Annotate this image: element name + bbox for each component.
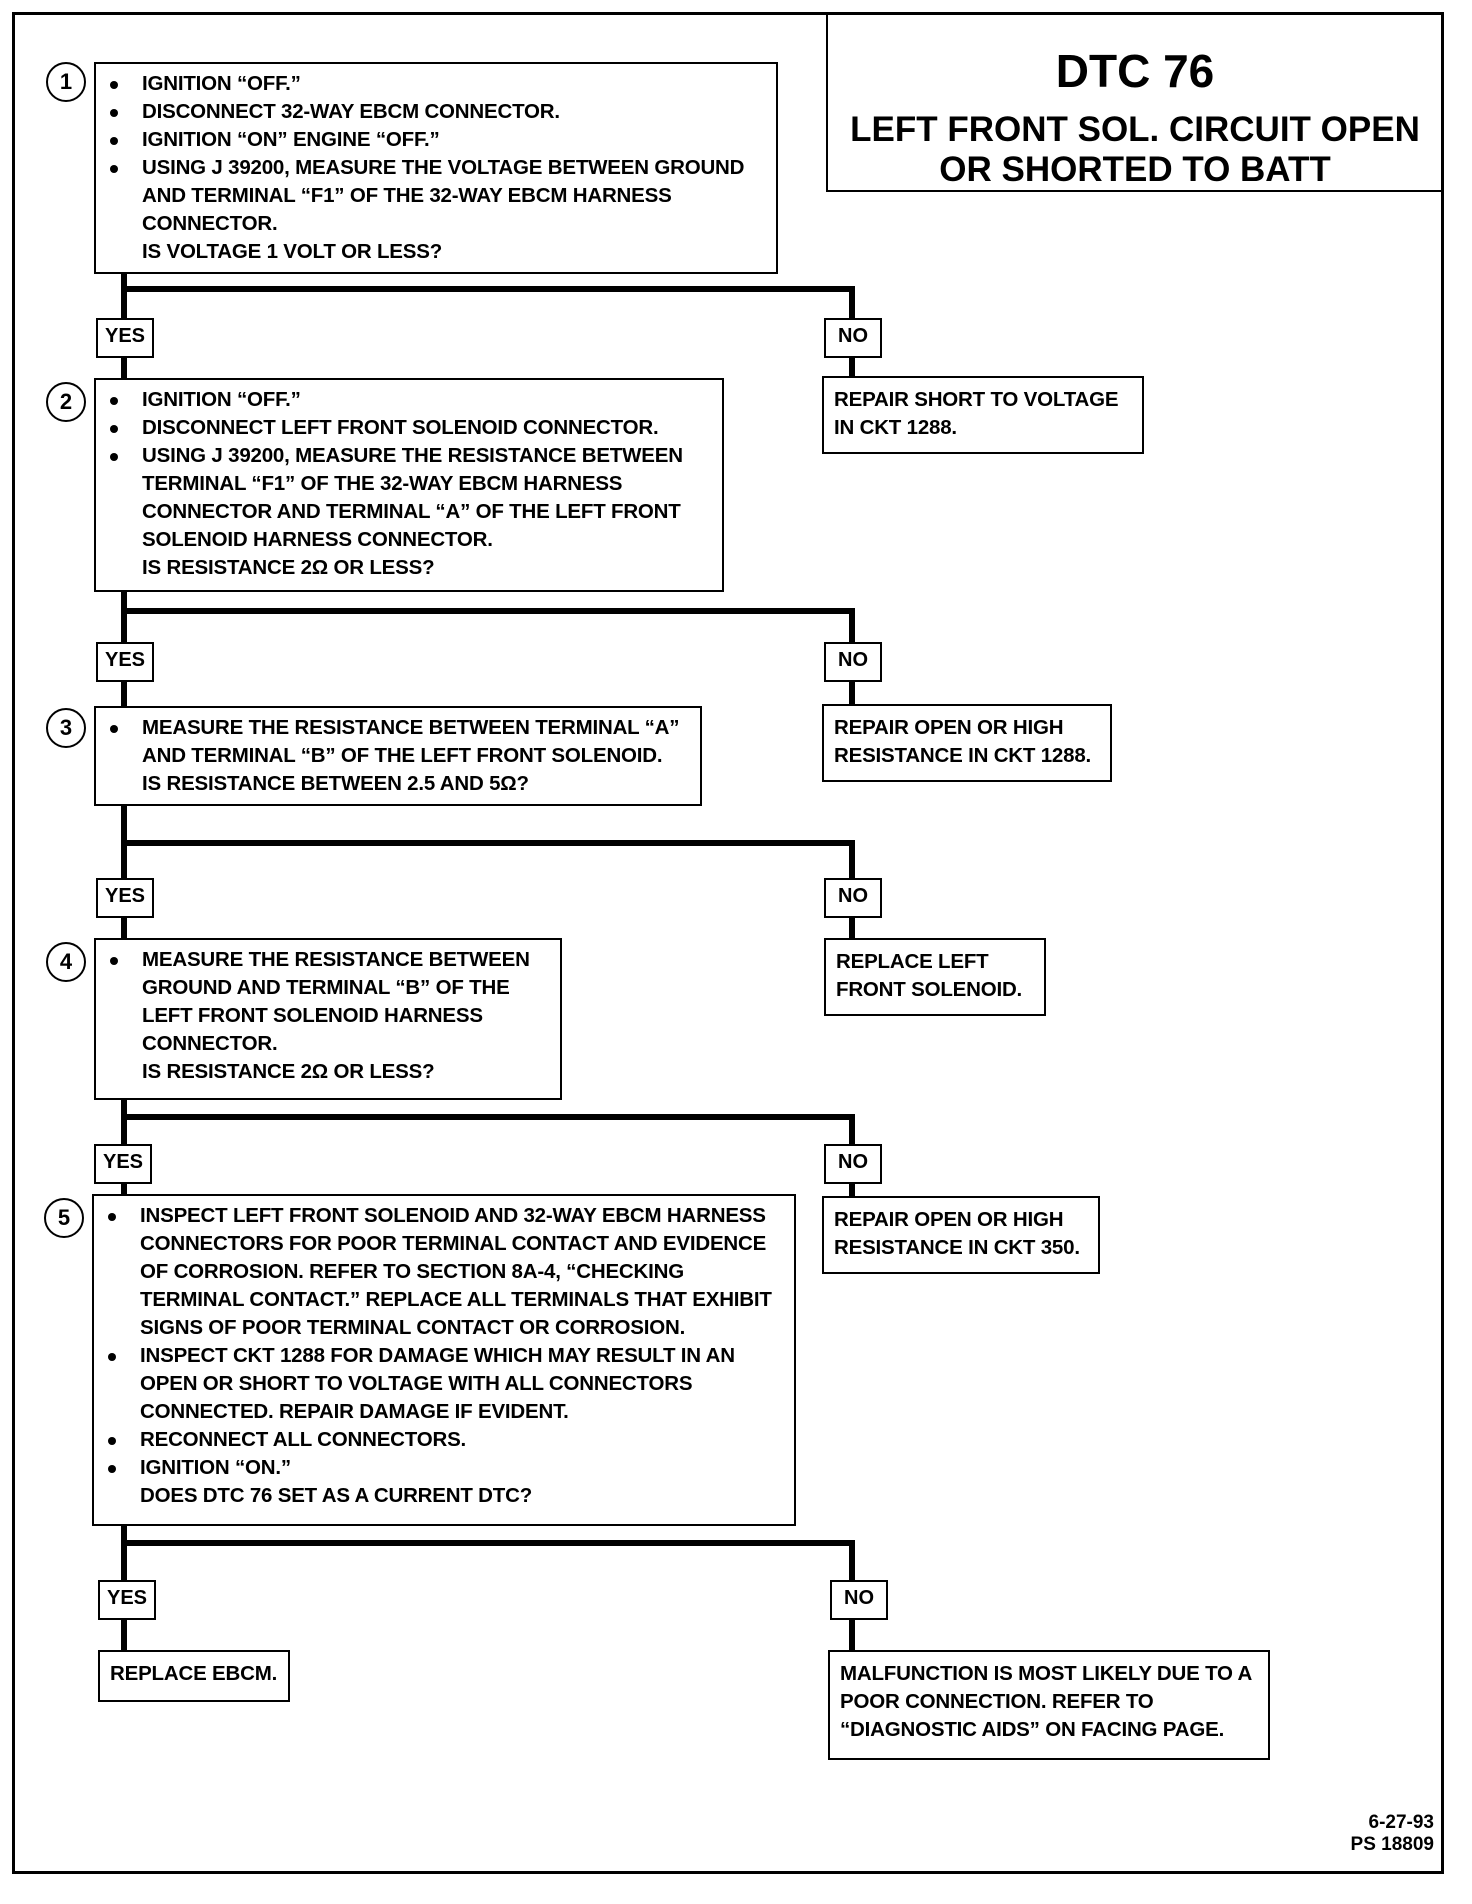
footer-reference: 6-27-93 PS 18809	[1351, 1812, 1434, 1856]
result-poor-connection: MALFUNCTION IS MOST LIKELY DUE TO A POOR…	[828, 1650, 1270, 1760]
step-1-bullet: IGNITION “OFF.”	[106, 70, 768, 98]
step-2-question: IS RESISTANCE 2Ω OR LESS?	[142, 556, 435, 579]
no-label: NO	[824, 878, 882, 918]
result-replace-ebcm: REPLACE EBCM.	[98, 1650, 290, 1702]
yes-label: YES	[96, 318, 154, 358]
step-1-bullet: DISCONNECT 32-WAY EBCM CONNECTOR.	[106, 98, 768, 126]
step-5-bullet: RECONNECT ALL CONNECTORS.	[104, 1426, 786, 1454]
page-frame	[12, 12, 1444, 1874]
step-5-bullet: IGNITION “ON.”	[104, 1454, 786, 1482]
no-label: NO	[824, 1144, 882, 1184]
step-2-bullet: DISCONNECT LEFT FRONT SOLENOID CONNECTOR…	[106, 414, 714, 442]
step-5-box: INSPECT LEFT FRONT SOLENOID AND 32-WAY E…	[92, 1194, 796, 1526]
yes-label: YES	[98, 1580, 156, 1620]
step-3-bullet: MEASURE THE RESISTANCE BETWEEN TERMINAL …	[106, 714, 692, 770]
step-3-box: MEASURE THE RESISTANCE BETWEEN TERMINAL …	[94, 706, 702, 806]
step-number: 4	[46, 942, 86, 982]
step-number: 2	[46, 382, 86, 422]
step-2-bullet: IGNITION “OFF.”	[106, 386, 714, 414]
result-repair-open-1288: REPAIR OPEN OR HIGH RESISTANCE IN CKT 12…	[822, 704, 1112, 782]
no-label: NO	[824, 642, 882, 682]
no-label: NO	[824, 318, 882, 358]
step-number: 1	[46, 62, 86, 102]
dtc-description-line-1: LEFT FRONT SOL. CIRCUIT OPEN	[850, 110, 1420, 149]
step-5-bullet: INSPECT CKT 1288 FOR DAMAGE WHICH MAY RE…	[104, 1342, 786, 1426]
yes-label: YES	[96, 642, 154, 682]
footer-ref: PS 18809	[1350, 1834, 1434, 1855]
dtc-description-line-2: OR SHORTED TO BATT	[939, 150, 1331, 189]
dtc-description: LEFT FRONT SOL. CIRCUIT OPEN OR SHORTED …	[828, 110, 1442, 190]
no-label: NO	[830, 1580, 888, 1620]
step-4-box: MEASURE THE RESISTANCE BETWEEN GROUND AN…	[94, 938, 562, 1100]
step-2-box: IGNITION “OFF.” DISCONNECT LEFT FRONT SO…	[94, 378, 724, 592]
dtc-code: DTC 76	[1055, 45, 1215, 97]
step-3-question: IS RESISTANCE BETWEEN 2.5 AND 5Ω?	[142, 772, 529, 795]
yes-label: YES	[96, 878, 154, 918]
step-1-question: IS VOLTAGE 1 VOLT OR LESS?	[142, 240, 443, 263]
step-5-question: DOES DTC 76 SET AS A CURRENT DTC?	[140, 1484, 533, 1507]
title-box: DTC 76 LEFT FRONT SOL. CIRCUIT OPEN OR S…	[826, 12, 1444, 192]
step-5-bullet: INSPECT LEFT FRONT SOLENOID AND 32-WAY E…	[104, 1202, 786, 1342]
step-1-box: IGNITION “OFF.” DISCONNECT 32-WAY EBCM C…	[94, 62, 778, 274]
footer-date: 6-27-93	[1368, 1812, 1435, 1833]
step-4-bullet: MEASURE THE RESISTANCE BETWEEN GROUND AN…	[106, 946, 552, 1058]
step-2-bullet: USING J 39200, MEASURE THE RESISTANCE BE…	[106, 442, 714, 554]
step-4-question: IS RESISTANCE 2Ω OR LESS?	[142, 1060, 435, 1083]
result-repair-short: REPAIR SHORT TO VOLTAGE IN CKT 1288.	[822, 376, 1144, 454]
result-repair-open-350: REPAIR OPEN OR HIGH RESISTANCE IN CKT 35…	[822, 1196, 1100, 1274]
step-1-bullet: USING J 39200, MEASURE THE VOLTAGE BETWE…	[106, 154, 768, 238]
step-number: 3	[46, 708, 86, 748]
step-number: 5	[44, 1198, 84, 1238]
yes-label: YES	[94, 1144, 152, 1184]
step-1-bullet: IGNITION “ON” ENGINE “OFF.”	[106, 126, 768, 154]
result-replace-solenoid: REPLACE LEFT FRONT SOLENOID.	[824, 938, 1046, 1016]
